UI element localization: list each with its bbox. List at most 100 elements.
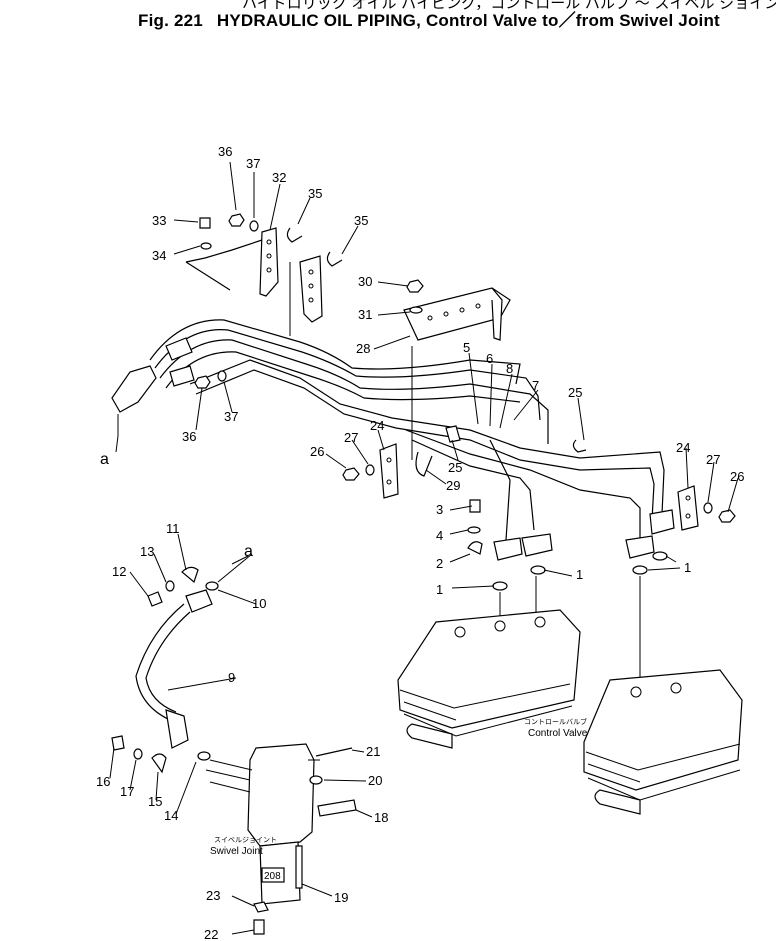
callout-37: 37 xyxy=(224,409,238,424)
split-flange-2 xyxy=(467,541,483,555)
callout-1: 1 xyxy=(576,567,583,582)
pipe-5 xyxy=(149,319,521,385)
hose-fitting-top xyxy=(185,589,213,613)
callout-8: 8 xyxy=(506,361,513,376)
callout-30: 30 xyxy=(358,274,372,289)
callout-34: 34 xyxy=(152,248,166,263)
o-ring-1 xyxy=(492,581,508,591)
bracket-hole xyxy=(266,267,272,273)
pipe-bundle xyxy=(111,319,665,541)
pipe-8 xyxy=(165,351,521,403)
nut-36 xyxy=(194,375,211,389)
washer-37 xyxy=(217,370,227,382)
callout-19: 19 xyxy=(334,890,348,905)
clamp-25 xyxy=(572,439,587,453)
u-bolt-35 xyxy=(326,251,343,267)
bracket-assembly xyxy=(185,213,343,336)
figure-title-japanese: ハイドロリック オイル パイピング，コントロール バルブ ～ スイベル ジョイン… xyxy=(242,0,776,12)
nut-30 xyxy=(406,279,424,293)
bolt-16 xyxy=(111,735,125,751)
callout-a: a xyxy=(244,543,253,560)
clamp-25 xyxy=(445,425,461,443)
plate-hole xyxy=(427,315,433,321)
valve-port xyxy=(670,682,682,694)
bolt-33 xyxy=(199,217,211,229)
bracket-hole xyxy=(308,297,314,303)
bracket-hole xyxy=(386,457,392,463)
callout-25: 25 xyxy=(448,460,462,475)
spool-end xyxy=(594,789,641,815)
washer-27 xyxy=(365,464,375,476)
o-ring-10 xyxy=(205,581,219,591)
callout-26: 26 xyxy=(730,469,744,484)
nut-26 xyxy=(718,509,736,523)
callout-21: 21 xyxy=(366,744,380,759)
washer-4 xyxy=(467,526,481,534)
callout-23: 23 xyxy=(206,888,220,903)
hose-9 xyxy=(135,603,185,721)
spool-end xyxy=(406,723,453,749)
washer-34 xyxy=(200,242,212,250)
callout-12: 12 xyxy=(112,564,126,579)
valve-port xyxy=(534,616,546,628)
callout-33: 33 xyxy=(152,213,166,228)
control-valve-left xyxy=(397,609,581,749)
flange-2 xyxy=(493,537,523,561)
callout-27: 27 xyxy=(706,452,720,467)
callout-9: 9 xyxy=(228,670,235,685)
bracket-hole xyxy=(266,253,272,259)
pipe-to-valve-center xyxy=(411,439,535,531)
figure-title-text: HYDRAULIC OIL PIPING, Control Valve to／f… xyxy=(216,11,720,30)
o-ring-1 xyxy=(652,551,668,561)
callout-3: 3 xyxy=(436,502,443,517)
mounting-plate xyxy=(403,279,511,477)
plate-hole xyxy=(459,307,465,313)
flange-left-upper xyxy=(165,337,193,361)
swivel-joint-caption: Swivel Joint xyxy=(210,846,263,857)
split-flange-15 xyxy=(151,753,167,774)
callout-25: 25 xyxy=(568,385,582,400)
callout-24: 24 xyxy=(676,440,690,455)
o-ring-1 xyxy=(530,565,546,575)
bolt-22 xyxy=(253,919,265,935)
o-ring-20 xyxy=(309,775,323,785)
callout-27: 27 xyxy=(344,430,358,445)
pipe-7 xyxy=(159,339,549,444)
flange-center xyxy=(521,533,553,557)
callout-5: 5 xyxy=(463,340,470,355)
bracket-32 xyxy=(259,227,279,297)
hose-9-edge xyxy=(145,611,191,713)
callout-11: 11 xyxy=(166,521,180,536)
callout-10: 10 xyxy=(252,596,266,611)
callout-29: 29 xyxy=(446,478,460,493)
callout-22: 22 xyxy=(204,927,218,941)
swivel-plate-label: 208 xyxy=(264,871,281,882)
nut-23 xyxy=(253,901,269,913)
callout-20: 20 xyxy=(368,773,382,788)
callout-13: 13 xyxy=(140,544,154,559)
bracket-hole xyxy=(308,283,314,289)
valve-body xyxy=(583,669,743,791)
callout-a: a xyxy=(100,451,109,468)
u-bolt-29 xyxy=(415,451,433,477)
flange-left-lower xyxy=(169,365,195,387)
nut-26 xyxy=(342,467,360,481)
callout-36: 36 xyxy=(182,429,196,444)
callout-18: 18 xyxy=(374,810,388,825)
flange-right-upper xyxy=(649,509,675,535)
valve-port xyxy=(630,686,642,698)
plate-hole xyxy=(443,311,449,317)
callout-36: 36 xyxy=(218,144,232,159)
control-valve-caption-japanese: コントロールバルブ xyxy=(524,717,587,726)
callout-26: 26 xyxy=(310,444,324,459)
u-bolt-35 xyxy=(286,227,303,243)
callout-16: 16 xyxy=(96,774,110,789)
swivel-joint-caption-japanese: スイベルジョイント xyxy=(214,836,277,844)
o-ring-1 xyxy=(632,565,648,575)
bolt-19 xyxy=(295,845,303,889)
wire-clamp xyxy=(185,239,263,291)
callout-6: 6 xyxy=(486,351,493,366)
pipe-long-right xyxy=(189,359,665,515)
